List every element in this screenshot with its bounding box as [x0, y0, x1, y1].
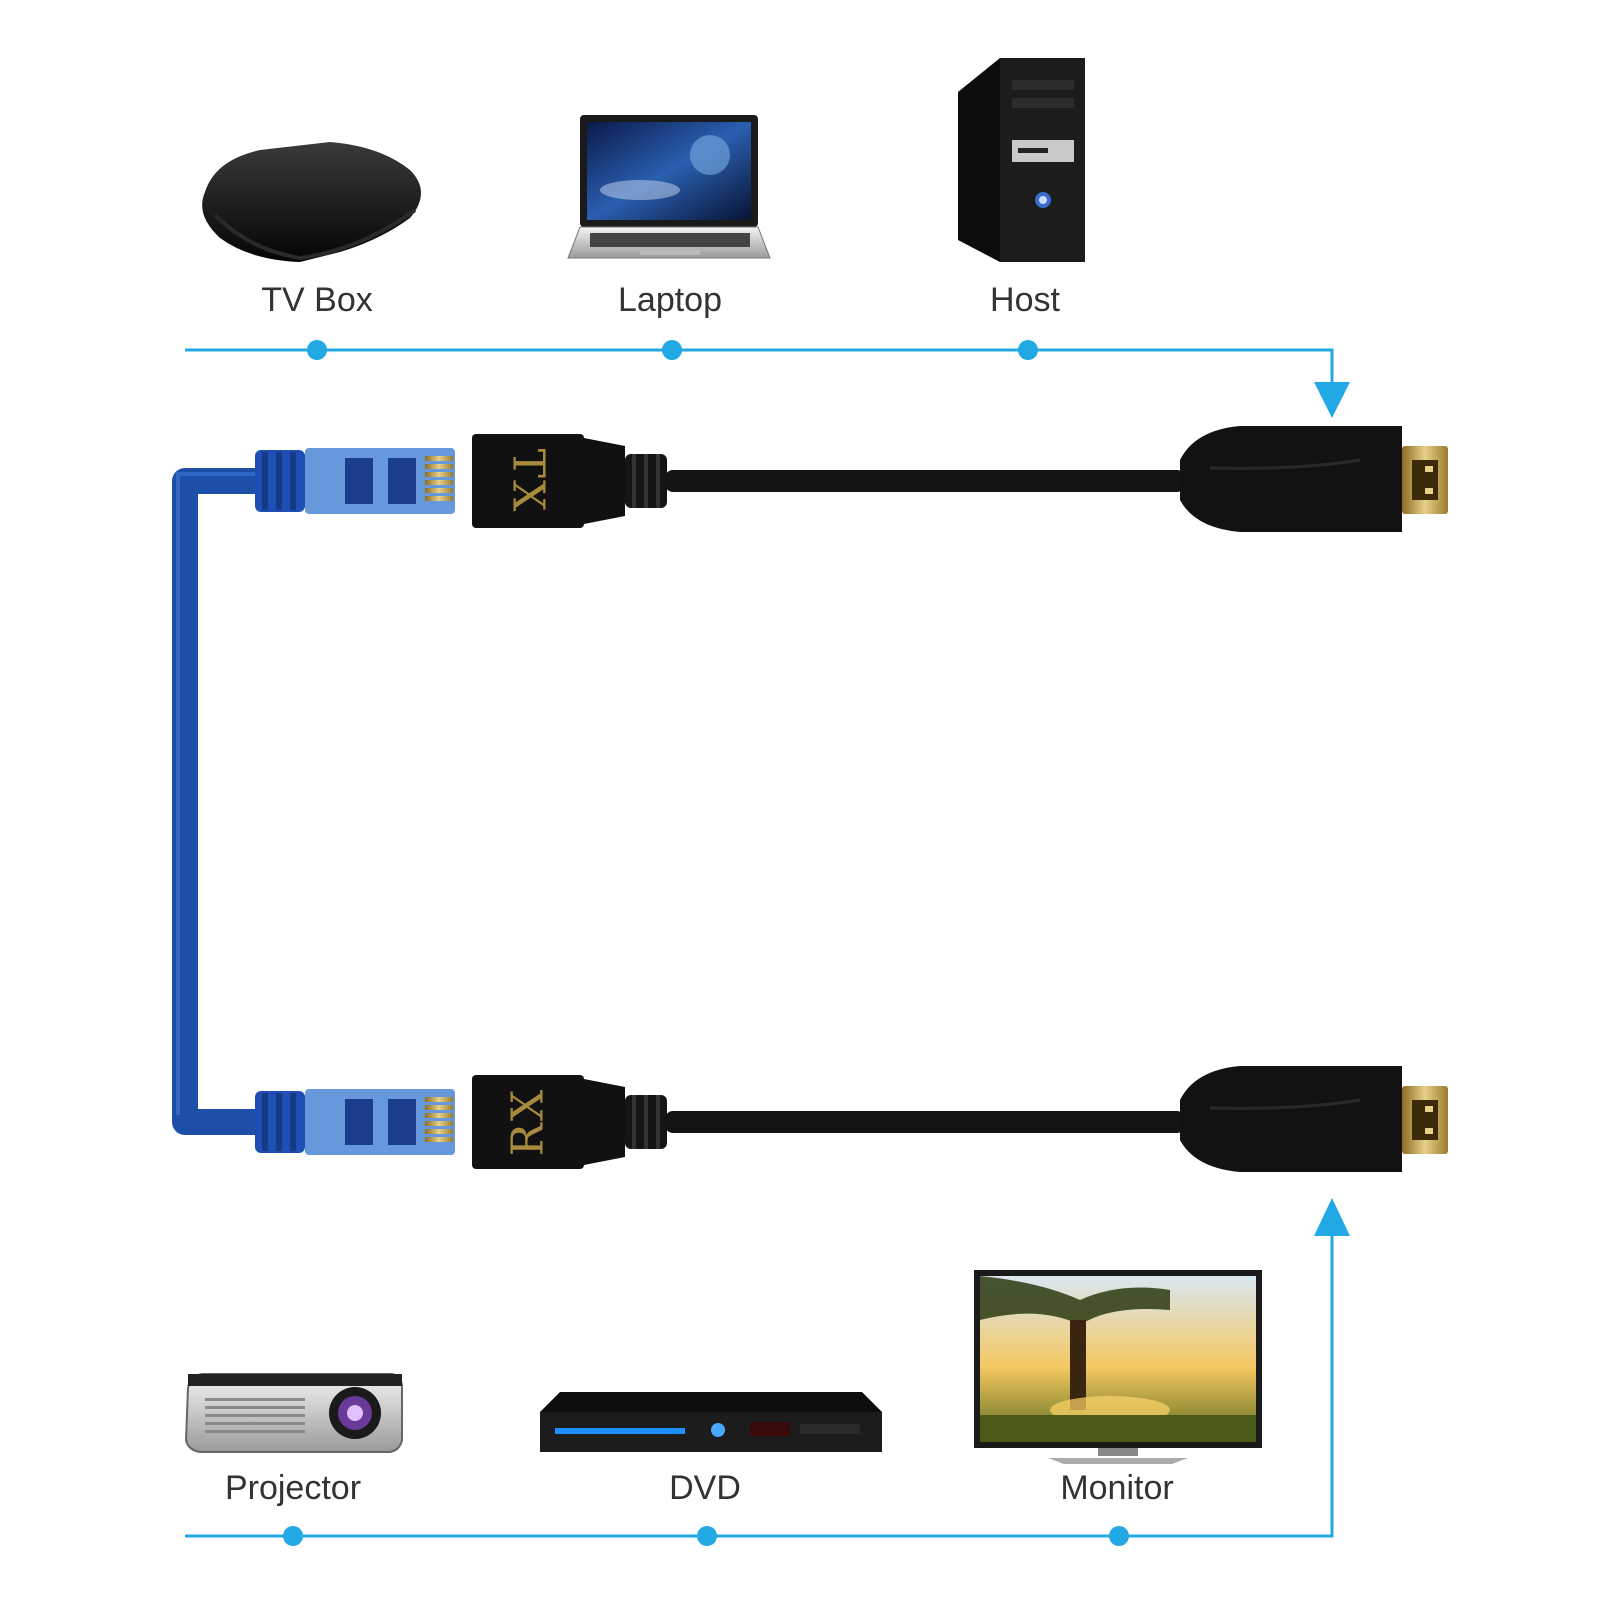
display-node-monitor — [1109, 1526, 1129, 1546]
down-arrow-icon — [1314, 382, 1350, 418]
monitor-icon — [974, 1270, 1262, 1464]
source-label-host: Host — [990, 281, 1060, 319]
dvd-player-icon — [540, 1392, 882, 1452]
rj45-plug-tx — [255, 448, 455, 514]
source-label-laptop: Laptop — [618, 281, 722, 319]
rx-label: RX — [503, 1088, 554, 1156]
projector-icon — [184, 1373, 403, 1453]
source-node-host — [1018, 340, 1038, 360]
source-node-tv-box — [307, 340, 327, 360]
rj45-plug-rx — [255, 1089, 455, 1155]
desktop-tower-icon — [958, 58, 1085, 262]
display-label-projector: Projector — [225, 1469, 361, 1507]
tx-adapter: TX — [472, 434, 1185, 528]
tx-label: TX — [503, 449, 554, 514]
display-label-dvd: DVD — [669, 1469, 741, 1507]
up-arrow-icon — [1314, 1198, 1350, 1236]
ethernet-cable — [172, 468, 265, 1135]
display-connector-line — [185, 1198, 1350, 1546]
source-label-tv-box: TV Box — [261, 281, 372, 319]
source-node-laptop — [662, 340, 682, 360]
laptop-icon — [567, 115, 771, 259]
display-node-projector — [283, 1526, 303, 1546]
display-label-monitor: Monitor — [1060, 1469, 1173, 1507]
hdmi-plug-tx — [1180, 426, 1448, 532]
source-connector-line — [185, 340, 1350, 418]
display-node-dvd — [697, 1526, 717, 1546]
tv-box-icon — [202, 142, 421, 262]
rx-adapter: RX — [472, 1075, 1185, 1169]
hdmi-plug-rx — [1180, 1066, 1448, 1172]
